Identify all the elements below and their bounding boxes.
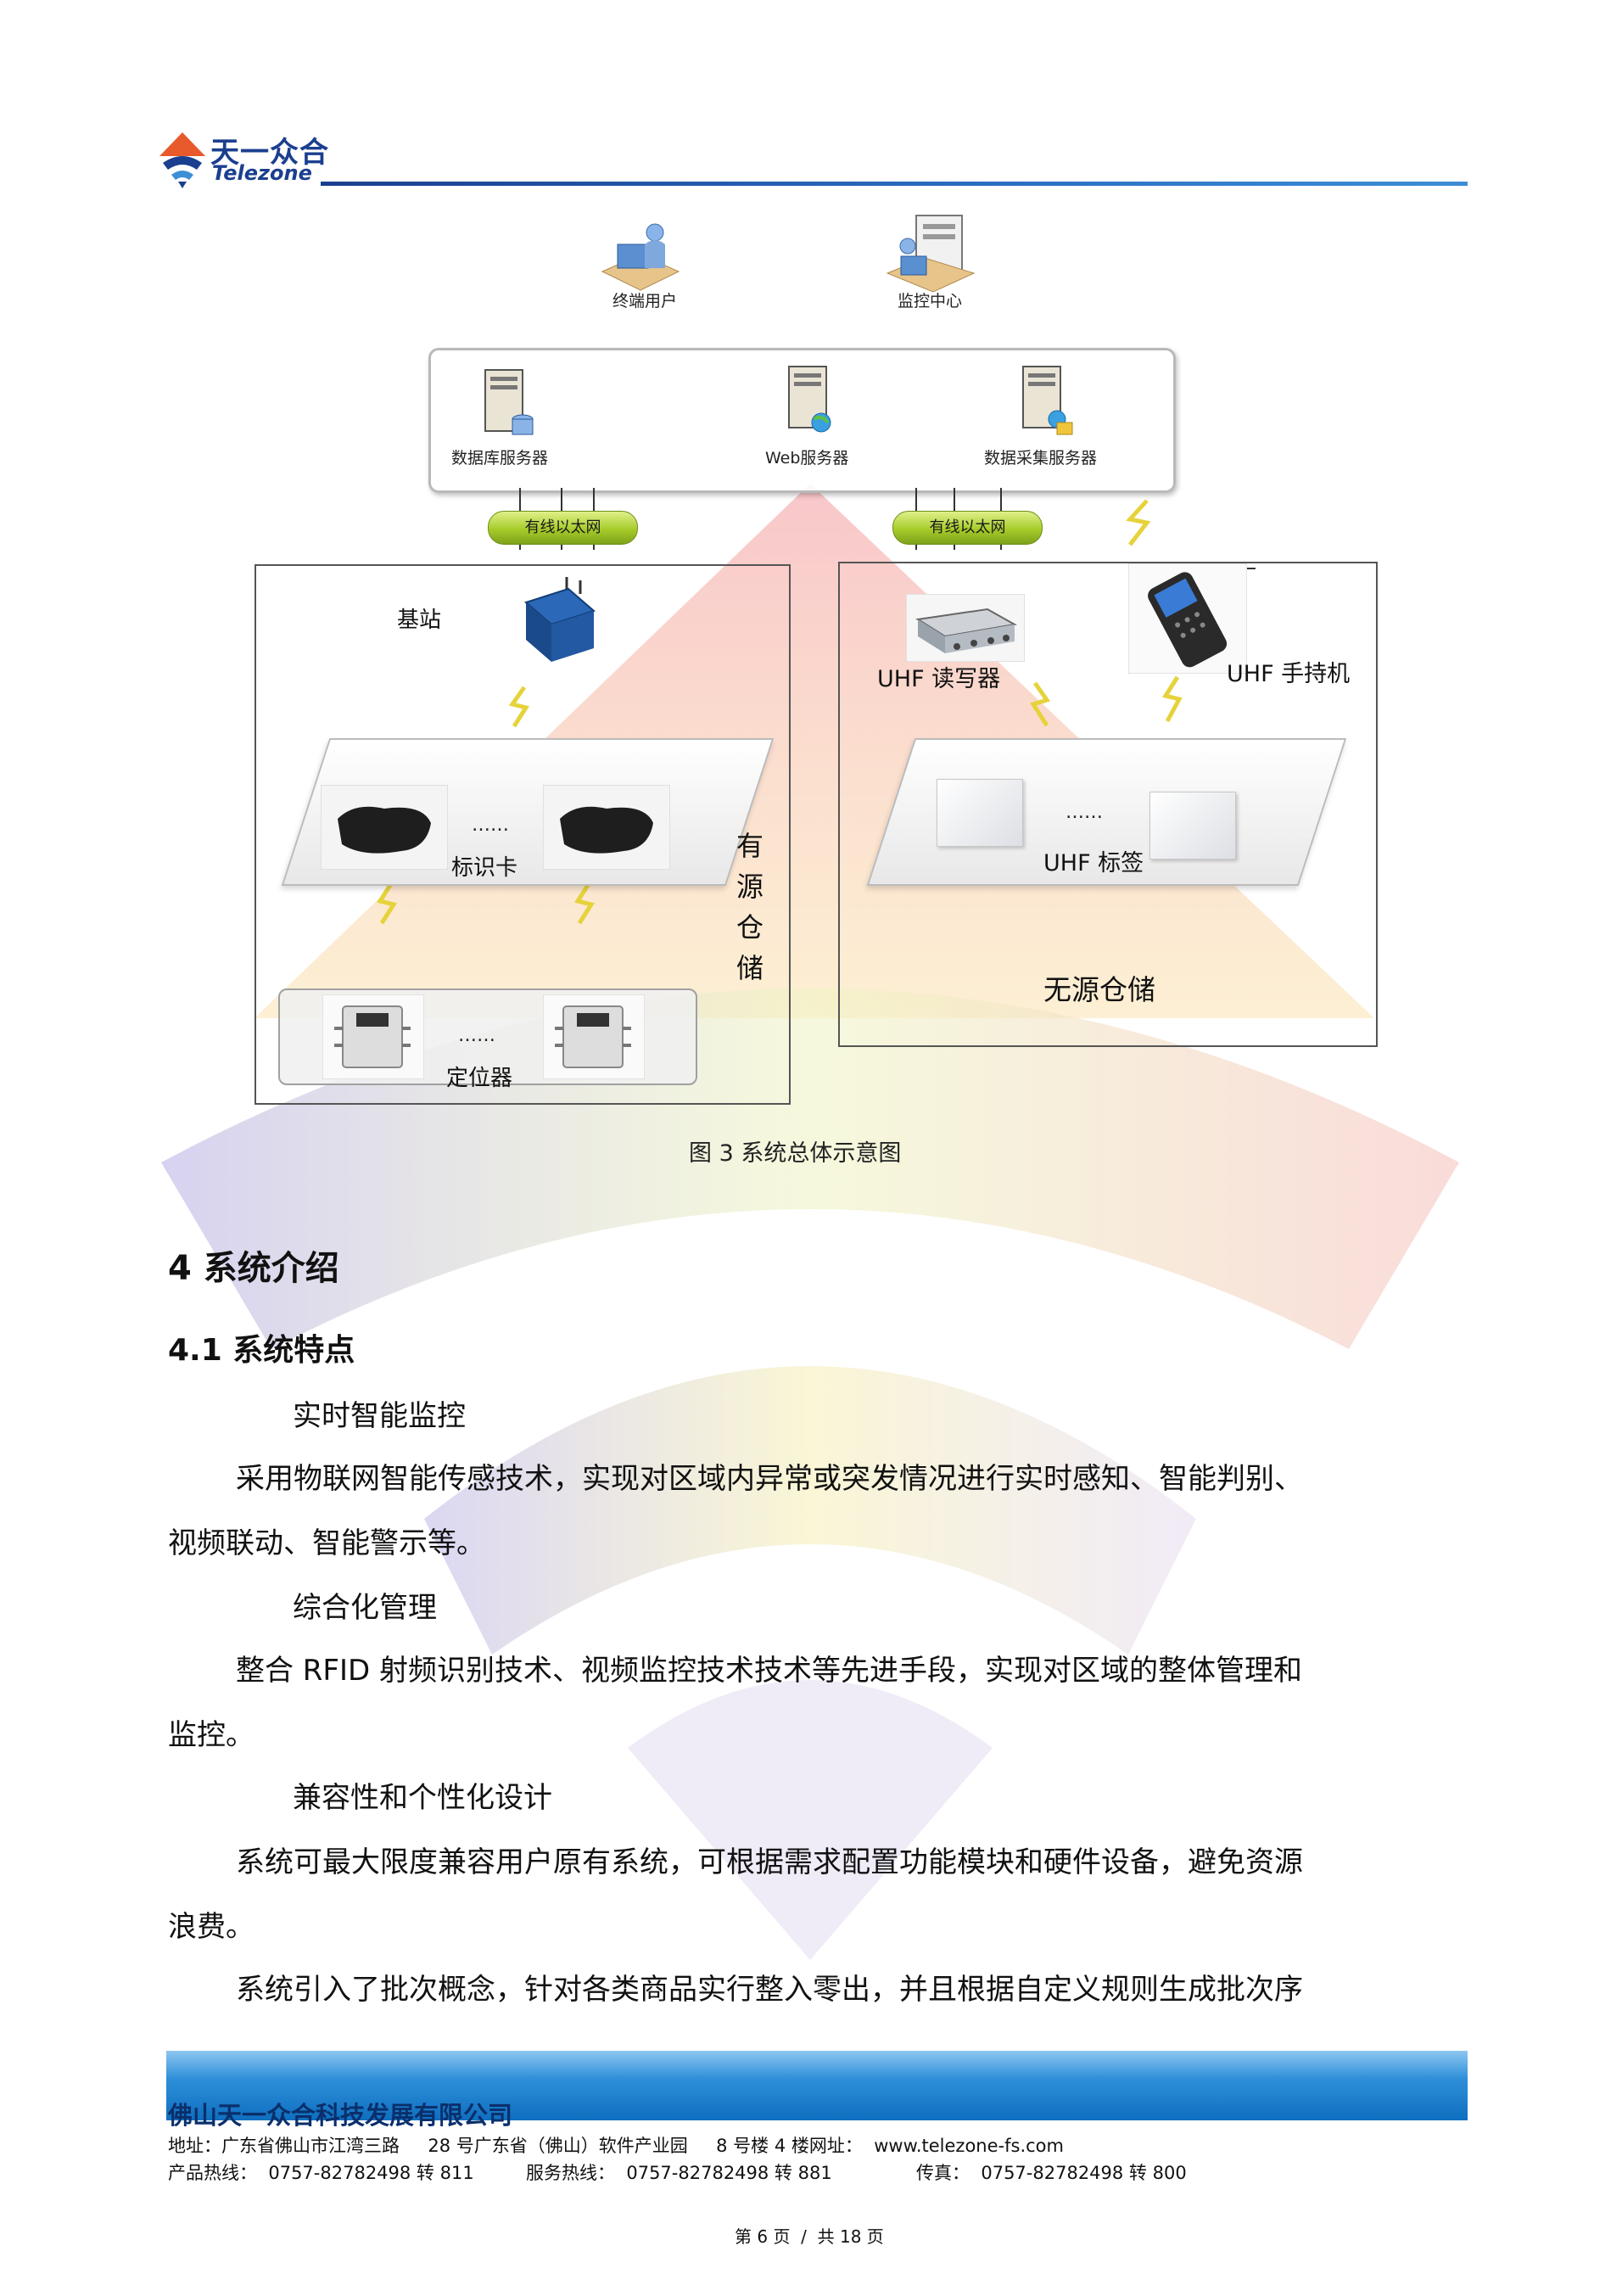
web-server-label: Web服务器 [765, 449, 849, 468]
footer-fax: 传真： 0757-82782498 转 800 [916, 2163, 1187, 2183]
feature-heading-realtime: 实时智能监控 [293, 1399, 466, 1433]
feature-heading-integrated: 综合化管理 [293, 1591, 437, 1625]
telezone-logo-icon [159, 132, 205, 188]
system-diagram: 终端用户 监控中心 数据库服务器 Web服务器 数据采集服务器 [0, 212, 1622, 1188]
active-storage-char: 有 [736, 830, 764, 862]
active-storage-char: 储 [736, 952, 764, 984]
uhf-handheld-icon [1128, 563, 1247, 674]
feature-heading-compatibility: 兼容性和个性化设计 [293, 1781, 552, 1815]
section-title: 4 系统介绍 [168, 1249, 339, 1288]
feature-body-line: 浪费。 [168, 1910, 254, 1944]
uhf-tag-icon-1 [937, 779, 1023, 847]
logo-english: Telezone [212, 161, 312, 185]
figure-caption: 图 3 系统总体示意图 [689, 1140, 902, 1167]
data-collect-server-label: 数据采集服务器 [984, 449, 1098, 468]
terminal-user-icon [601, 223, 680, 291]
footer-address: 地址：广东省佛山市江湾三路 28 号广东省（佛山）软件产业园 8 号楼 4 楼网… [168, 2136, 1064, 2156]
monitor-center-icon [886, 215, 976, 293]
feature-body-line: 监控。 [168, 1718, 254, 1752]
database-server-label: 数据库服务器 [451, 449, 549, 468]
feature-body-line: 系统可最大限度兼容用户原有系统，可根据需求配置功能模块和硬件设备，避免资源 [236, 1845, 1303, 1879]
subsection-title: 4.1 系统特点 [168, 1333, 355, 1368]
terminal-user-label: 终端用户 [612, 292, 678, 311]
database-server-icon [484, 369, 534, 435]
batch-paragraph: 系统引入了批次概念，针对各类商品实行整入零出，并且根据自定义规则生成批次序 [236, 1973, 1303, 2007]
uhf-handheld-label: UHF 手持机 [1227, 661, 1351, 687]
active-storage-char: 源 [736, 871, 764, 903]
header: 天一众合 Telezone [0, 0, 1622, 195]
wireless-signals-right [1030, 675, 1183, 727]
uhf-tag-label: UHF 标签 [1043, 850, 1144, 876]
footer-company: 佛山天一众合科技发展有限公司 [168, 2101, 513, 2130]
identification-card-icon-2 [543, 785, 670, 870]
locator-icon-1 [322, 994, 424, 1079]
active-storage-label: 有 源 仓 储 [736, 825, 770, 988]
identification-card-icon-1 [321, 785, 448, 870]
data-collect-server-icon [1022, 366, 1073, 435]
active-storage-box [254, 564, 791, 1105]
uhf-reader-label: UHF 读写器 [877, 666, 1001, 692]
identification-card-label: 标识卡 [451, 855, 518, 881]
footer-band [166, 2051, 1468, 2120]
wired-ethernet-left: 有线以太网 [488, 511, 638, 545]
locator-label: 定位器 [446, 1066, 513, 1091]
locator-icon-2 [543, 994, 645, 1079]
feature-body-line: 视频联动、智能警示等。 [168, 1526, 485, 1560]
base-station-label: 基站 [397, 608, 442, 633]
active-storage-char: 仓 [736, 911, 764, 944]
web-server-icon [788, 366, 831, 433]
footer-service-hotline: 服务热线： 0757-82782498 转 881 [526, 2163, 832, 2183]
base-station-icon [524, 577, 596, 662]
passive-storage-label: 无源仓储 [1043, 973, 1155, 1006]
header-divider [321, 182, 1468, 186]
locator-ellipsis: …… [458, 1025, 495, 1046]
uhf-tag-ellipsis: …… [1065, 802, 1103, 823]
feature-body-line: 采用物联网智能传感技术，实现对区域内异常或突发情况进行实时感知、智能判别、 [236, 1462, 1303, 1496]
active-tag-ellipsis: …… [472, 815, 509, 836]
logo-chinese: 天一众合 [210, 136, 329, 170]
wired-ethernet-right: 有线以太网 [892, 511, 1043, 545]
monitor-center-label: 监控中心 [898, 292, 963, 311]
footer-product-hotline: 产品热线： 0757-82782498 转 811 [168, 2163, 474, 2183]
passive-storage-box [838, 562, 1378, 1047]
page-number: 第 6 页 / 共 18 页 [735, 2226, 884, 2247]
uhf-reader-icon [906, 594, 1025, 662]
feature-body-line: 整合 RFID 射频识别技术、视频监控技术技术等先进手段，实现对区域的整体管理和 [236, 1654, 1303, 1688]
uhf-tag-icon-2 [1149, 792, 1236, 860]
wireless-signals-left [377, 686, 595, 925]
